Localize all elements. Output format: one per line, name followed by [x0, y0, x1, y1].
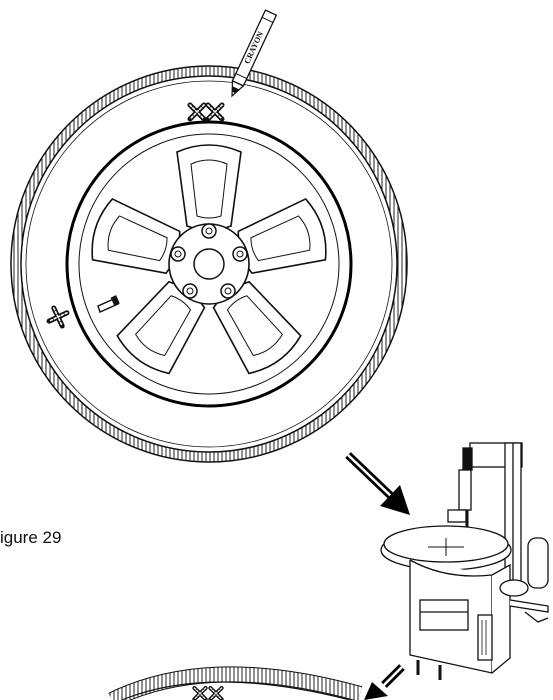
figure-caption: igure 29: [0, 528, 62, 547]
tire-changer-machine: [380, 442, 549, 680]
center-bore: [193, 248, 225, 280]
valve-stem-icon: [97, 295, 120, 313]
lower-tire: [108, 666, 363, 700]
arrow-down-right-icon: [345, 452, 410, 515]
lug-nuts: [170, 223, 248, 299]
crayon-mark-lower-icon: [194, 688, 221, 699]
arrow-down-left-icon: [364, 664, 405, 700]
wheel-spokes: [85, 144, 333, 380]
